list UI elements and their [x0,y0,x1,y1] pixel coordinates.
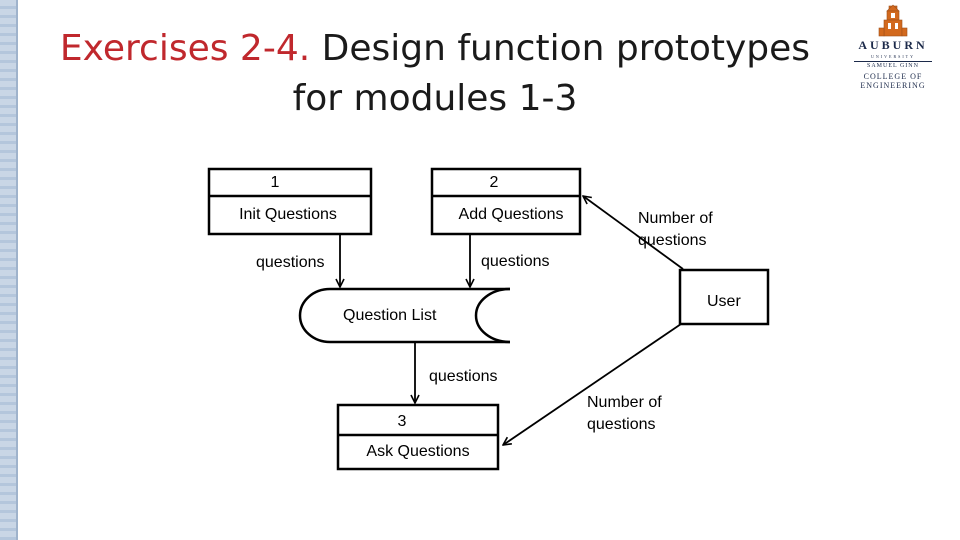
process-1-number: 1 [270,174,280,191]
process-3-name: Ask Questions [366,443,470,460]
process-1-box [207,167,373,236]
slide-title-text: Design function prototypes [310,28,811,69]
flow-arrow-user-to-p2 [583,196,684,270]
user-entity-label: User [707,293,741,310]
datastore-label: Question List [343,307,437,324]
logo-samuel-ginn: SAMUEL GINN [867,63,919,69]
slide-title: Exercises 2-4. Design function prototype… [30,24,840,124]
process-1-name: Init Questions [239,206,337,223]
auburn-logo: AUBURN UNIVERSITY SAMUEL GINN COLLEGE OF… [832,4,954,90]
slide-title-line2: for modules 1-3 [292,78,578,119]
process-3-number: 3 [397,413,407,430]
tower-icon [878,4,908,37]
process-2-number: 2 [489,174,499,191]
user-entity-box [678,268,770,326]
logo-university: UNIVERSITY [871,54,915,59]
flow-label-user-to-p3: Number of questions [587,394,662,433]
process-3-box [336,403,500,471]
flow-arrow-user-to-p3 [503,323,682,445]
flow-label-user-to-p2: Number of questions [638,210,713,249]
question-list-datastore [298,287,511,344]
slide-side-decoration [0,0,18,540]
process-2-box [430,167,582,236]
logo-college: COLLEGE OF ENGINEERING [860,72,926,90]
flow-label-store-to-p3: questions [429,368,498,385]
flow-label-p1-to-store: questions [256,254,325,271]
logo-divider [854,61,932,62]
process-2-name: Add Questions [458,206,564,223]
slide-title-highlight: Exercises 2-4. [59,28,311,69]
logo-wordmark: AUBURN [858,38,928,52]
flow-label-p2-to-store: questions [481,253,550,270]
